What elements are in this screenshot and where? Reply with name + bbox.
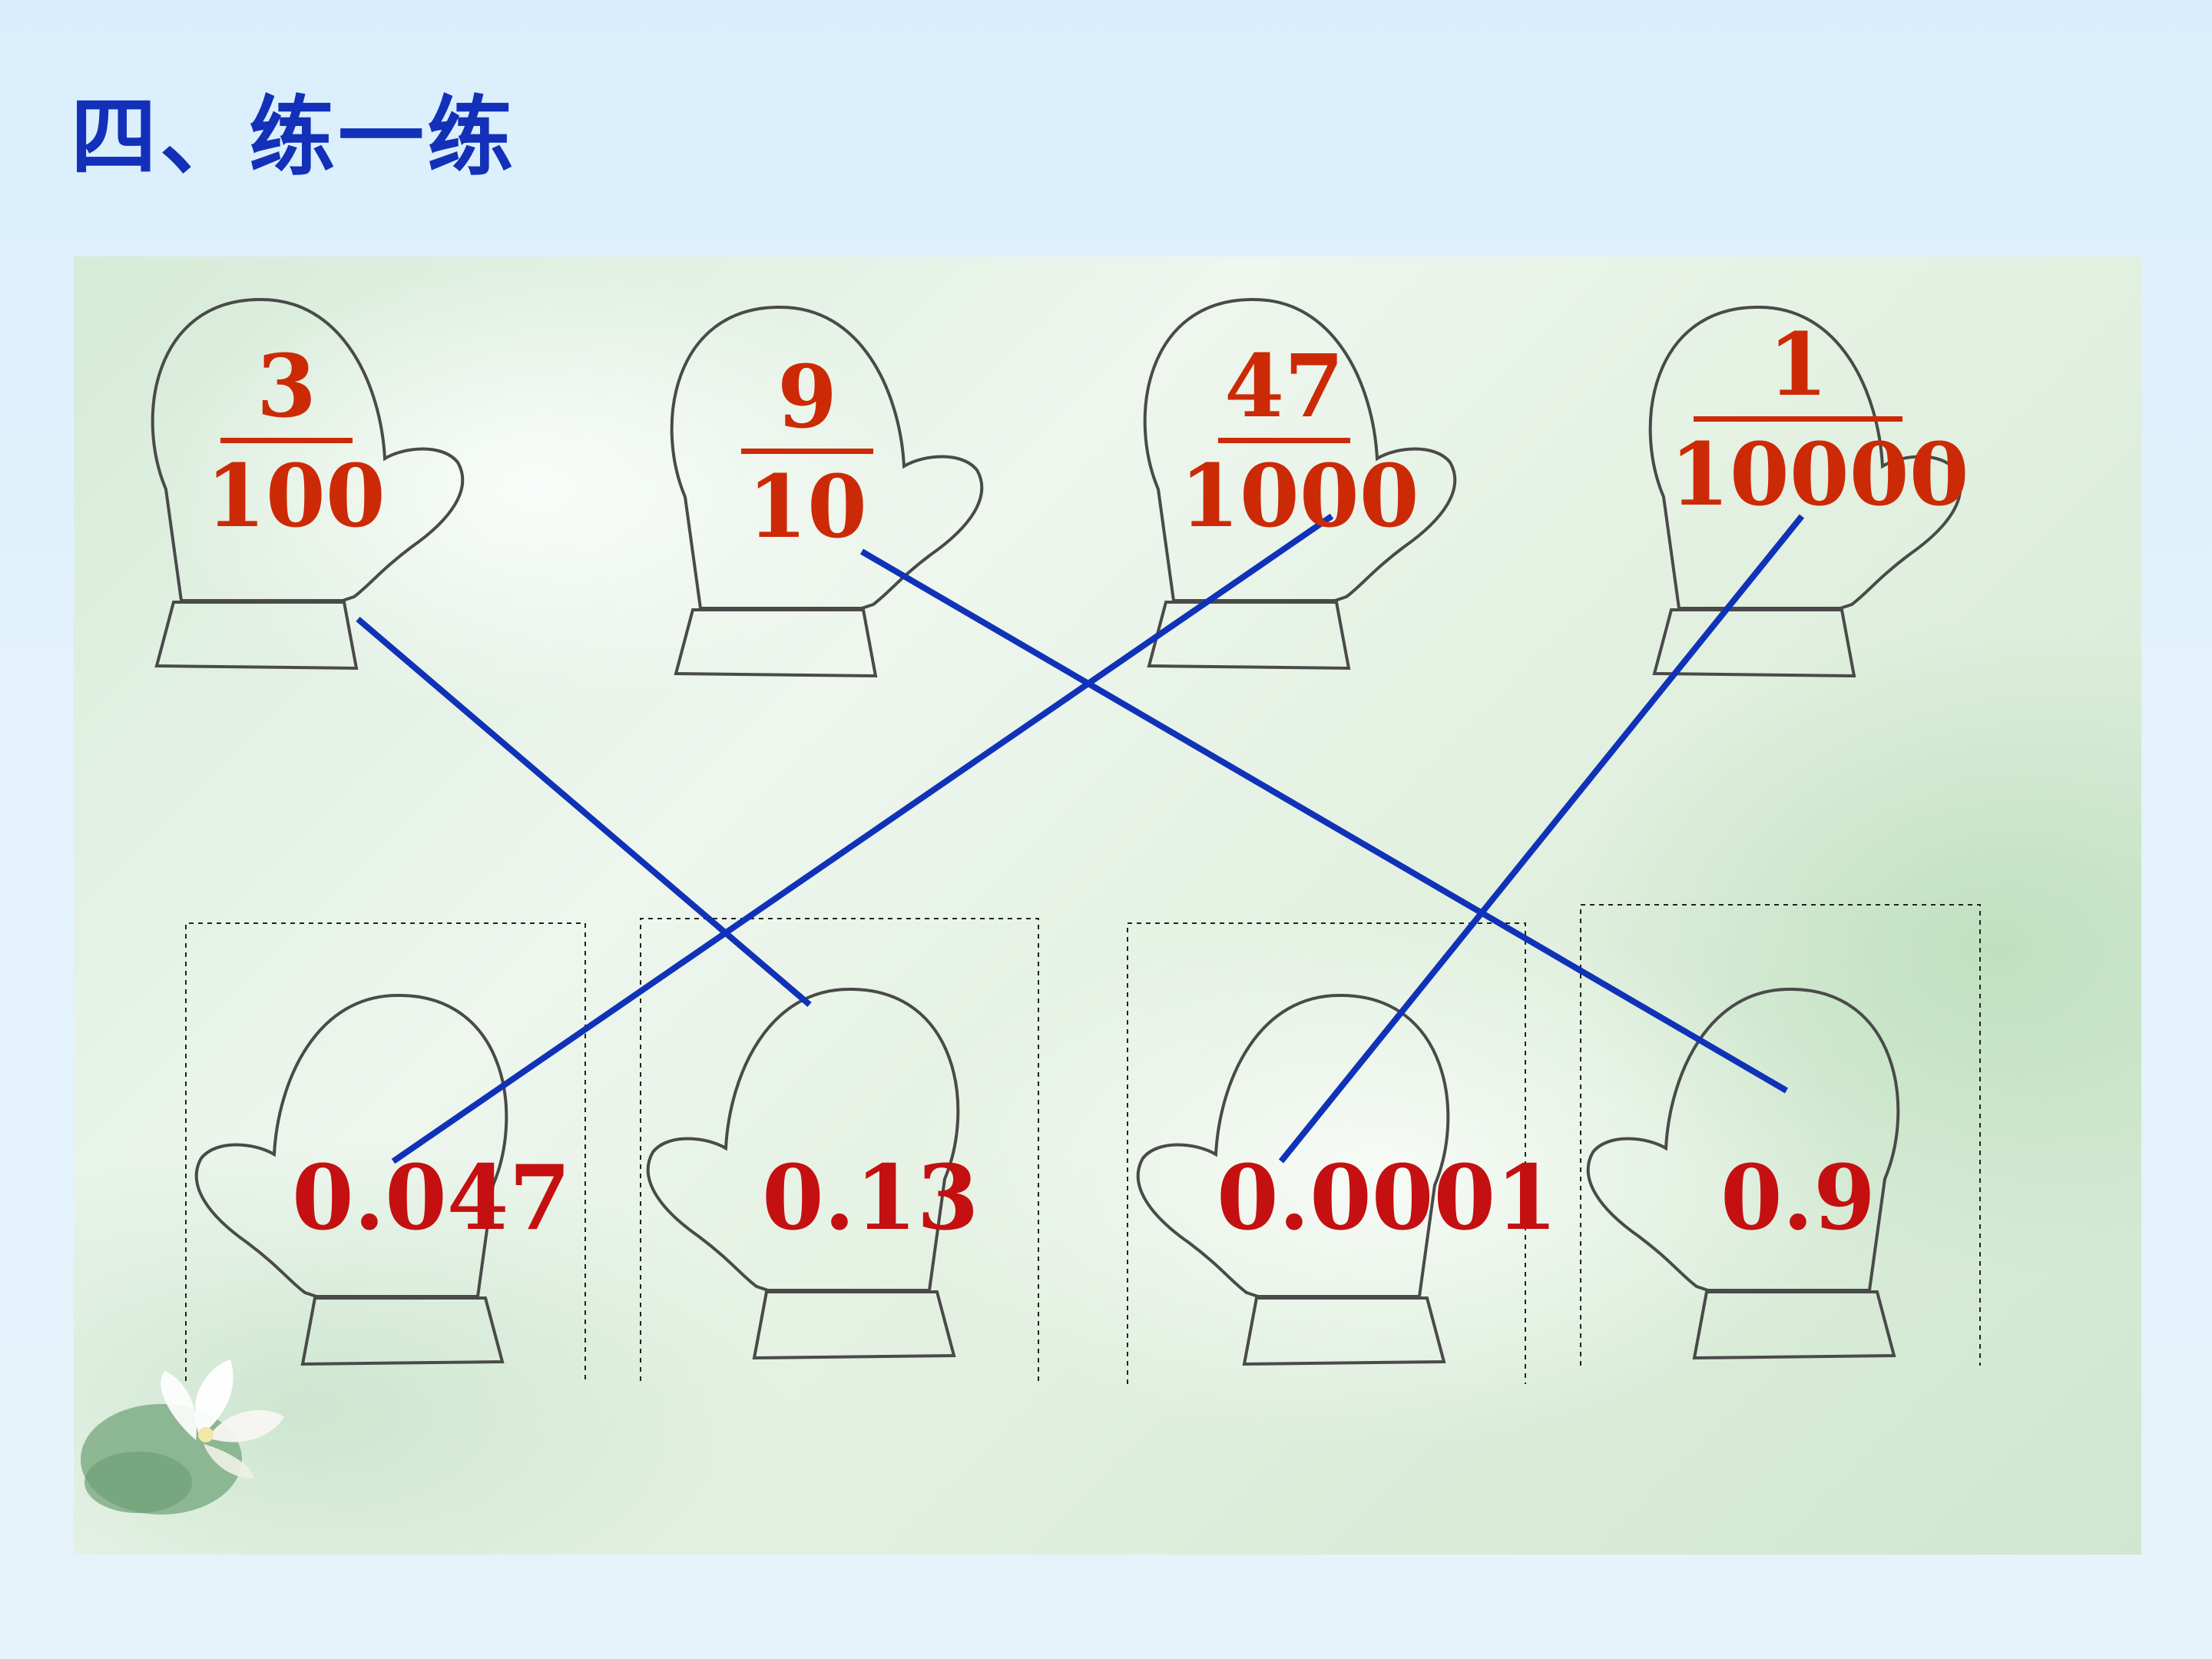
fraction-denominator: 1000 <box>1180 446 1419 547</box>
fraction-denominator: 100 <box>206 446 386 547</box>
answer-box <box>185 922 586 1381</box>
answer-box <box>1127 922 1526 1384</box>
decimal-value: 0.047 <box>292 1146 571 1250</box>
fraction-bar <box>1694 416 1902 422</box>
fraction-numerator: 47 <box>1224 336 1344 437</box>
fraction-card: 1 10000 <box>1670 315 1969 525</box>
fraction-bar <box>220 438 353 443</box>
answer-box <box>640 918 1039 1381</box>
fraction-card: 9 10 <box>727 355 888 551</box>
fraction-card: 3 100 <box>206 336 386 547</box>
decimal-value: 0.9 <box>1720 1146 1876 1250</box>
connector-line <box>1278 514 1805 1164</box>
fraction-numerator: 1 <box>1768 315 1828 416</box>
decimal-value: 0.13 <box>762 1146 979 1250</box>
fraction-card: 47 1000 <box>1180 336 1419 547</box>
fraction-bar <box>741 449 873 454</box>
connector-line <box>859 548 1789 1094</box>
decimal-value: 0.0001 <box>1217 1146 1558 1250</box>
fraction-bar <box>1218 438 1350 443</box>
fraction-numerator: 9 <box>777 347 837 448</box>
fraction-denominator: 10 <box>747 457 867 558</box>
connector-line <box>391 513 1334 1164</box>
fraction-denominator: 10000 <box>1670 425 1969 525</box>
answer-box <box>1580 904 1981 1366</box>
connector-line <box>356 616 812 1008</box>
page-title: 四、练一练 <box>71 88 516 187</box>
fraction-numerator: 3 <box>257 336 316 437</box>
lotus-flower-icon <box>81 1359 284 1515</box>
